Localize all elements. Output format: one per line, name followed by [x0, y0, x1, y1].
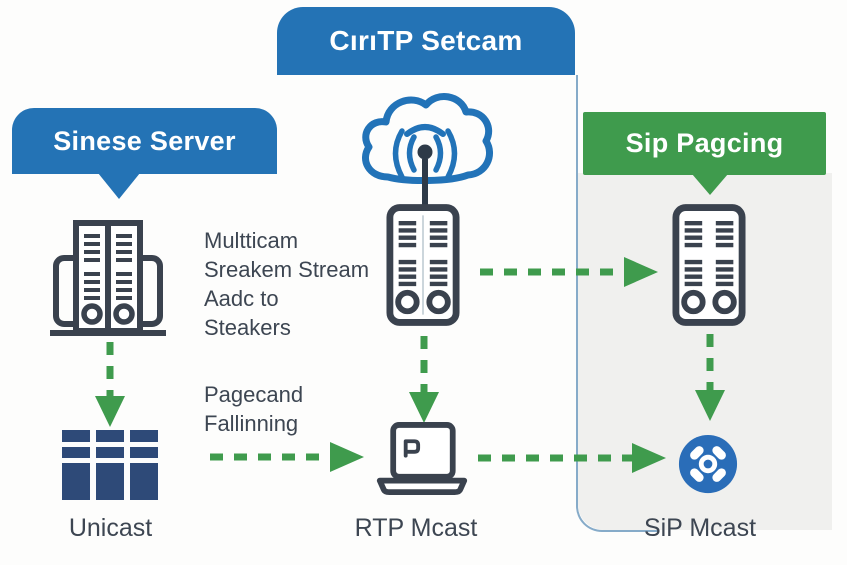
top-banner-label: CırıTP Setcam — [329, 25, 523, 56]
unicast-label: Unicast — [68, 514, 153, 542]
arrow-cloud-server-to-laptop — [409, 336, 439, 423]
panel-border-line — [576, 75, 658, 532]
top-banner: CırıTP Setcam — [277, 7, 575, 75]
left-banner-label: Sinese Server — [53, 125, 236, 156]
left-banner-pointer — [98, 173, 140, 199]
laptop-icon — [376, 422, 468, 496]
rack-server-icon — [672, 204, 746, 326]
right-banner-label: Sip Pagcing — [625, 128, 784, 158]
arrow-note-to-laptop — [210, 442, 364, 472]
paging-note: Pagecand Fallinning — [204, 382, 304, 436]
rack-server-icon — [386, 204, 460, 326]
dual-tower-server-icon — [50, 220, 166, 336]
sip-mcast-label: SiP Mcast — [643, 514, 757, 542]
cloud-broadcast-icon — [362, 93, 494, 212]
multicast-note: Multticam Sreakem Stream Aadc to Steaker… — [204, 228, 370, 340]
right-banner: Sip Pagcing — [583, 112, 826, 175]
left-banner: Sinese Server — [12, 108, 277, 174]
right-banner-pointer — [692, 174, 728, 195]
rtp-mcast-label: RTP Mcast — [354, 514, 478, 542]
multicast-hub-icon — [678, 434, 738, 494]
unicast-bars-icon — [62, 430, 158, 500]
arrow-left-server-to-unicast — [95, 342, 125, 427]
